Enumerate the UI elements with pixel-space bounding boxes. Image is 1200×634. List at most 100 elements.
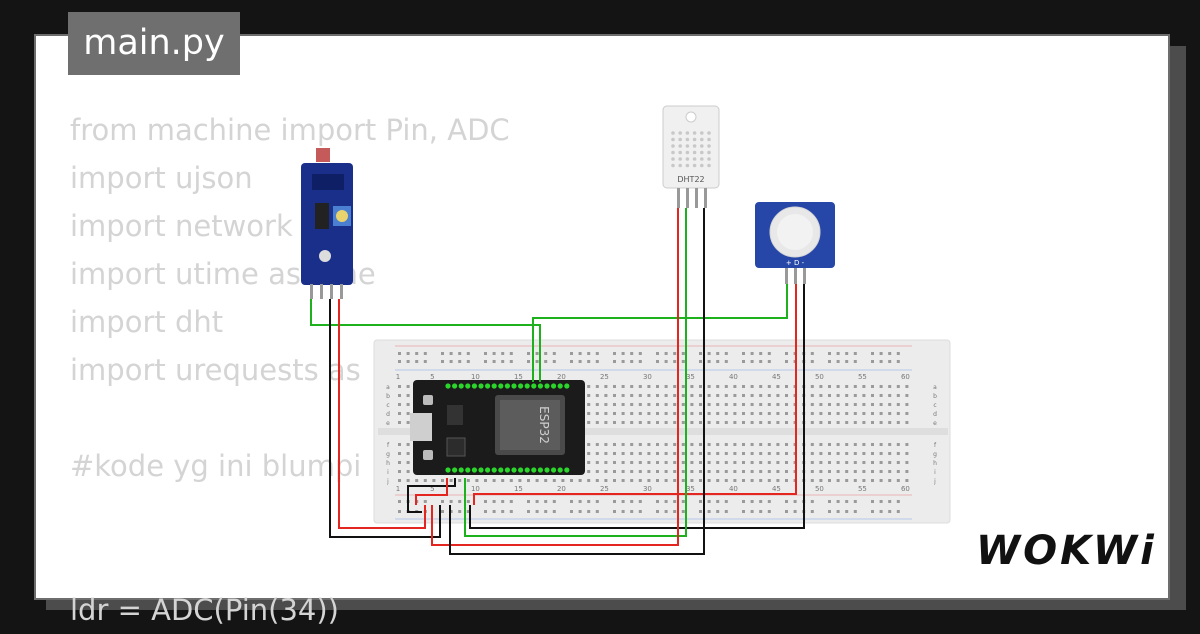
breadboard-hole <box>707 443 711 446</box>
breadboard-hole <box>673 412 677 415</box>
breadboard-hole <box>819 412 823 415</box>
breadboard-hole <box>759 352 763 355</box>
breadboard-hole <box>853 461 857 464</box>
ldr-sensor-module[interactable] <box>301 148 353 299</box>
pir-pin-labels: + D - <box>786 259 805 267</box>
breadboard-hole <box>664 461 668 464</box>
breadboard-hole <box>716 500 720 503</box>
breadboard-hole <box>879 394 883 397</box>
breadboard-hole <box>466 352 470 355</box>
breadboard-hole <box>656 412 659 415</box>
breadboard-hole <box>776 403 780 406</box>
breadboard-hole <box>785 352 788 355</box>
breadboard-column-number: 15 <box>514 485 523 493</box>
breadboard-hole <box>604 452 608 455</box>
esp32-pin <box>478 383 484 389</box>
breadboard-hole <box>656 352 659 355</box>
esp32-board[interactable]: ESP32 <box>410 380 585 475</box>
breadboard-hole <box>845 421 849 424</box>
breadboard-hole <box>527 352 530 355</box>
breadboard-hole <box>613 443 616 446</box>
esp32-pin <box>557 467 563 473</box>
breadboard-hole <box>664 452 668 455</box>
breadboard-hole <box>621 352 625 355</box>
breadboard-hole <box>656 421 659 424</box>
breadboard-hole <box>707 470 711 473</box>
breadboard-hole <box>724 461 728 464</box>
breadboard-hole <box>656 461 659 464</box>
breadboard-hole <box>544 500 548 503</box>
breadboard-hole <box>836 421 840 424</box>
breadboard-hole <box>853 470 857 473</box>
breadboard-hole <box>896 385 900 388</box>
breadboard-hole <box>905 412 909 415</box>
breadboard-hole <box>535 352 539 355</box>
breadboard-hole <box>862 470 866 473</box>
esp32-pin <box>537 467 544 473</box>
breadboard-hole <box>638 360 642 363</box>
breadboard-hole <box>905 470 909 473</box>
breadboard-column-number: 1 <box>396 485 400 493</box>
breadboard-hole <box>398 510 401 513</box>
breadboard-hole <box>673 403 677 406</box>
esp32-pin <box>511 467 517 473</box>
breadboard-hole <box>406 394 410 397</box>
breadboard-hole <box>896 500 900 503</box>
breadboard-hole <box>724 443 728 446</box>
breadboard-hole <box>724 403 728 406</box>
breadboard-hole <box>707 403 711 406</box>
breadboard-hole <box>828 412 831 415</box>
breadboard-row-letter: h <box>933 460 937 467</box>
dht22-sensor[interactable]: DHT22 <box>662 105 720 208</box>
breadboard-hole <box>638 461 642 464</box>
breadboard-hole <box>604 461 608 464</box>
breadboard-hole <box>879 500 883 503</box>
breadboard-column-number: 45 <box>772 373 781 381</box>
breadboard-hole <box>415 360 419 363</box>
breadboard-hole <box>690 452 694 455</box>
breadboard-hole <box>733 385 737 388</box>
breadboard-hole <box>570 352 573 355</box>
breadboard-hole <box>432 479 436 482</box>
breadboard-hole <box>750 443 754 446</box>
dht22-vent-hole <box>707 150 711 155</box>
wire-dht-red <box>431 208 679 546</box>
dht22-vent-hole <box>671 157 675 161</box>
breadboard-hole <box>750 394 754 397</box>
breadboard-hole <box>742 385 745 388</box>
breadboard-hole <box>509 360 513 363</box>
breadboard-hole <box>853 394 857 397</box>
breadboard-hole <box>535 479 539 482</box>
breadboard-hole <box>767 412 771 415</box>
breadboard-column-number: 60 <box>901 485 910 493</box>
pir-motion-sensor[interactable]: + D - <box>755 202 835 284</box>
breadboard-hole <box>552 352 556 355</box>
breadboard-hole <box>862 412 866 415</box>
breadboard-hole <box>871 461 874 464</box>
breadboard-hole <box>621 360 625 363</box>
breadboard-hole <box>810 500 814 503</box>
breadboard-hole <box>828 470 831 473</box>
esp32-pin <box>452 467 458 473</box>
breadboard-hole <box>707 385 711 388</box>
breadboard-hole <box>398 443 401 446</box>
esp32-pin <box>544 467 550 473</box>
breadboard-hole <box>595 412 599 415</box>
breadboard-hole <box>716 470 720 473</box>
wokwi-logo: WOKWi <box>976 528 1157 574</box>
breadboard-hole <box>759 360 763 363</box>
breadboard-hole <box>828 360 831 363</box>
breadboard-hole <box>853 360 857 363</box>
esp32-pin <box>452 383 458 389</box>
breadboard-hole <box>776 479 780 482</box>
breadboard-hole <box>871 452 874 455</box>
dht22-label: DHT22 <box>677 175 704 184</box>
breadboard-hole <box>604 470 608 473</box>
breadboard-hole <box>879 421 883 424</box>
breadboard-hole <box>604 421 608 424</box>
breadboard-hole <box>750 452 754 455</box>
code-line: ldr = ADC(Pin(34)) <box>70 593 339 627</box>
breadboard-hole <box>630 461 634 464</box>
breadboard-hole <box>441 352 444 355</box>
breadboard-hole <box>759 461 763 464</box>
